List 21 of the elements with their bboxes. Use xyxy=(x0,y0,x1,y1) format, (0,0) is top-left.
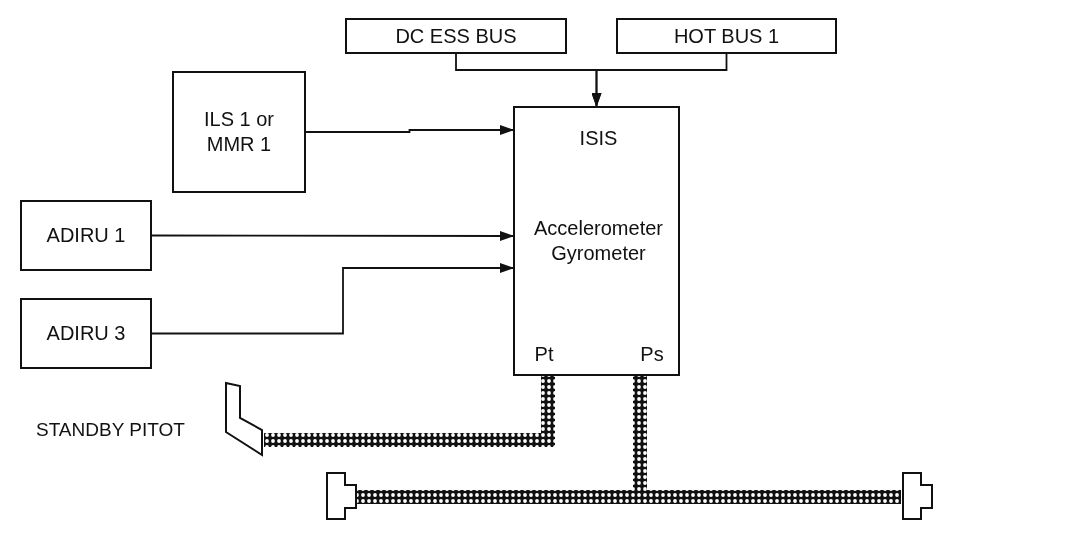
unit-box xyxy=(345,18,567,54)
unit-box xyxy=(172,71,306,193)
unit-label: DC ESS BUS xyxy=(394,23,518,49)
port-label: Ps xyxy=(639,342,665,367)
arrow xyxy=(151,231,514,241)
arrow xyxy=(591,53,728,107)
unit-box xyxy=(20,200,152,271)
pneumatic-line xyxy=(264,376,555,447)
unit-label: ILS 1 or MMR 1 xyxy=(202,107,275,157)
unit-box xyxy=(513,106,680,376)
unit-box xyxy=(616,18,837,54)
unit-label: ADIRU 3 xyxy=(45,321,127,346)
unit-label: HOT BUS 1 xyxy=(672,23,781,49)
arrow xyxy=(151,263,514,335)
unit-label: ADIRU 1 xyxy=(45,223,127,248)
unit-label: Accelerometer Gyrometer xyxy=(533,216,664,266)
probe-label: STANDBY PITOT xyxy=(36,419,185,441)
port-label: Pt xyxy=(533,342,555,367)
arrow xyxy=(305,125,514,135)
unit-label: ISIS xyxy=(578,126,619,151)
unit-box xyxy=(20,298,152,369)
